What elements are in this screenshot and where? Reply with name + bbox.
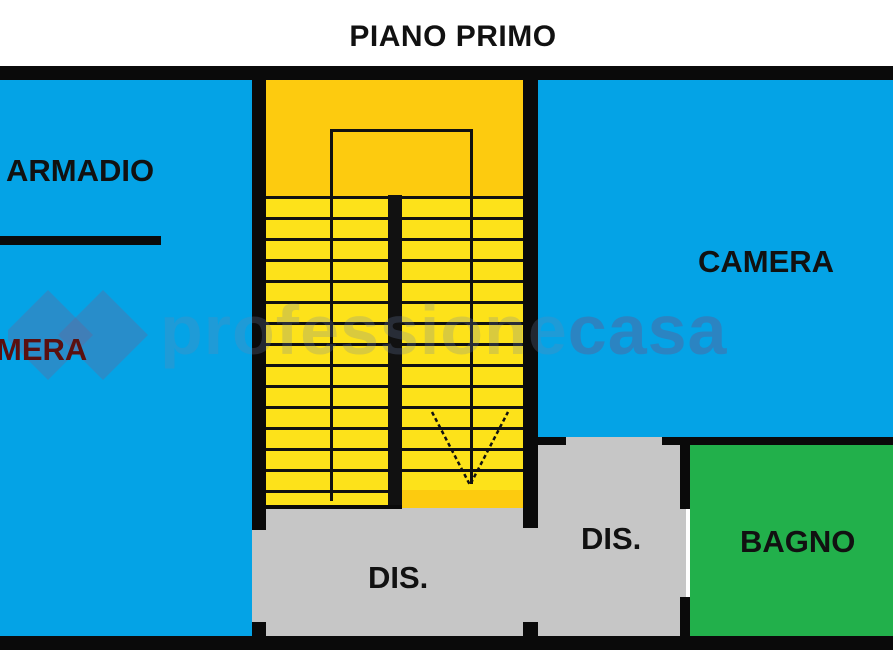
watermark-text-part2: casa — [567, 291, 728, 369]
wall-bagno-left-bottom — [680, 597, 690, 650]
room-dis-lower — [252, 508, 538, 636]
wall-camera-right-bottom-a — [538, 437, 566, 445]
stair-center-wall — [388, 195, 402, 508]
wall-camera-right-bottom-b — [662, 437, 893, 445]
label-armadio: ARMADIO — [6, 153, 155, 188]
stair-direction-arrow-icon — [430, 411, 510, 488]
wall-bottom — [0, 636, 893, 650]
label-bagno: BAGNO — [740, 524, 856, 559]
wall-left-stair — [252, 66, 266, 530]
room-camera-left — [0, 80, 252, 636]
wall-left-stair-stub — [252, 622, 266, 650]
watermark-text-part1: professione — [160, 291, 568, 369]
floor-plan-title: PIANO PRIMO — [349, 20, 557, 53]
wall-right-stair-stub — [523, 622, 538, 650]
label-camera-right: CAMERA — [698, 244, 835, 279]
wall-right-stair — [523, 66, 538, 528]
stair-landing-bottom — [402, 490, 523, 508]
wall-armadio-divider — [0, 236, 161, 245]
wall-bagno-left-top — [680, 437, 690, 509]
label-dis-lower: DIS. — [368, 560, 429, 595]
room-dis-right — [538, 437, 686, 636]
wall-top — [0, 66, 893, 80]
room-bagno — [690, 445, 893, 636]
label-dis-right: DIS. — [581, 521, 642, 556]
stair-outline-right — [470, 129, 473, 484]
wall-stair-bottom — [266, 505, 402, 509]
stair-outline-left — [330, 129, 333, 501]
stair-outline-top — [330, 129, 473, 132]
watermark-text: professionecasa — [160, 290, 728, 370]
room-camera-right — [538, 80, 893, 437]
watermark-logo-icon — [8, 290, 148, 380]
label-camera-left: MERA — [0, 332, 88, 367]
